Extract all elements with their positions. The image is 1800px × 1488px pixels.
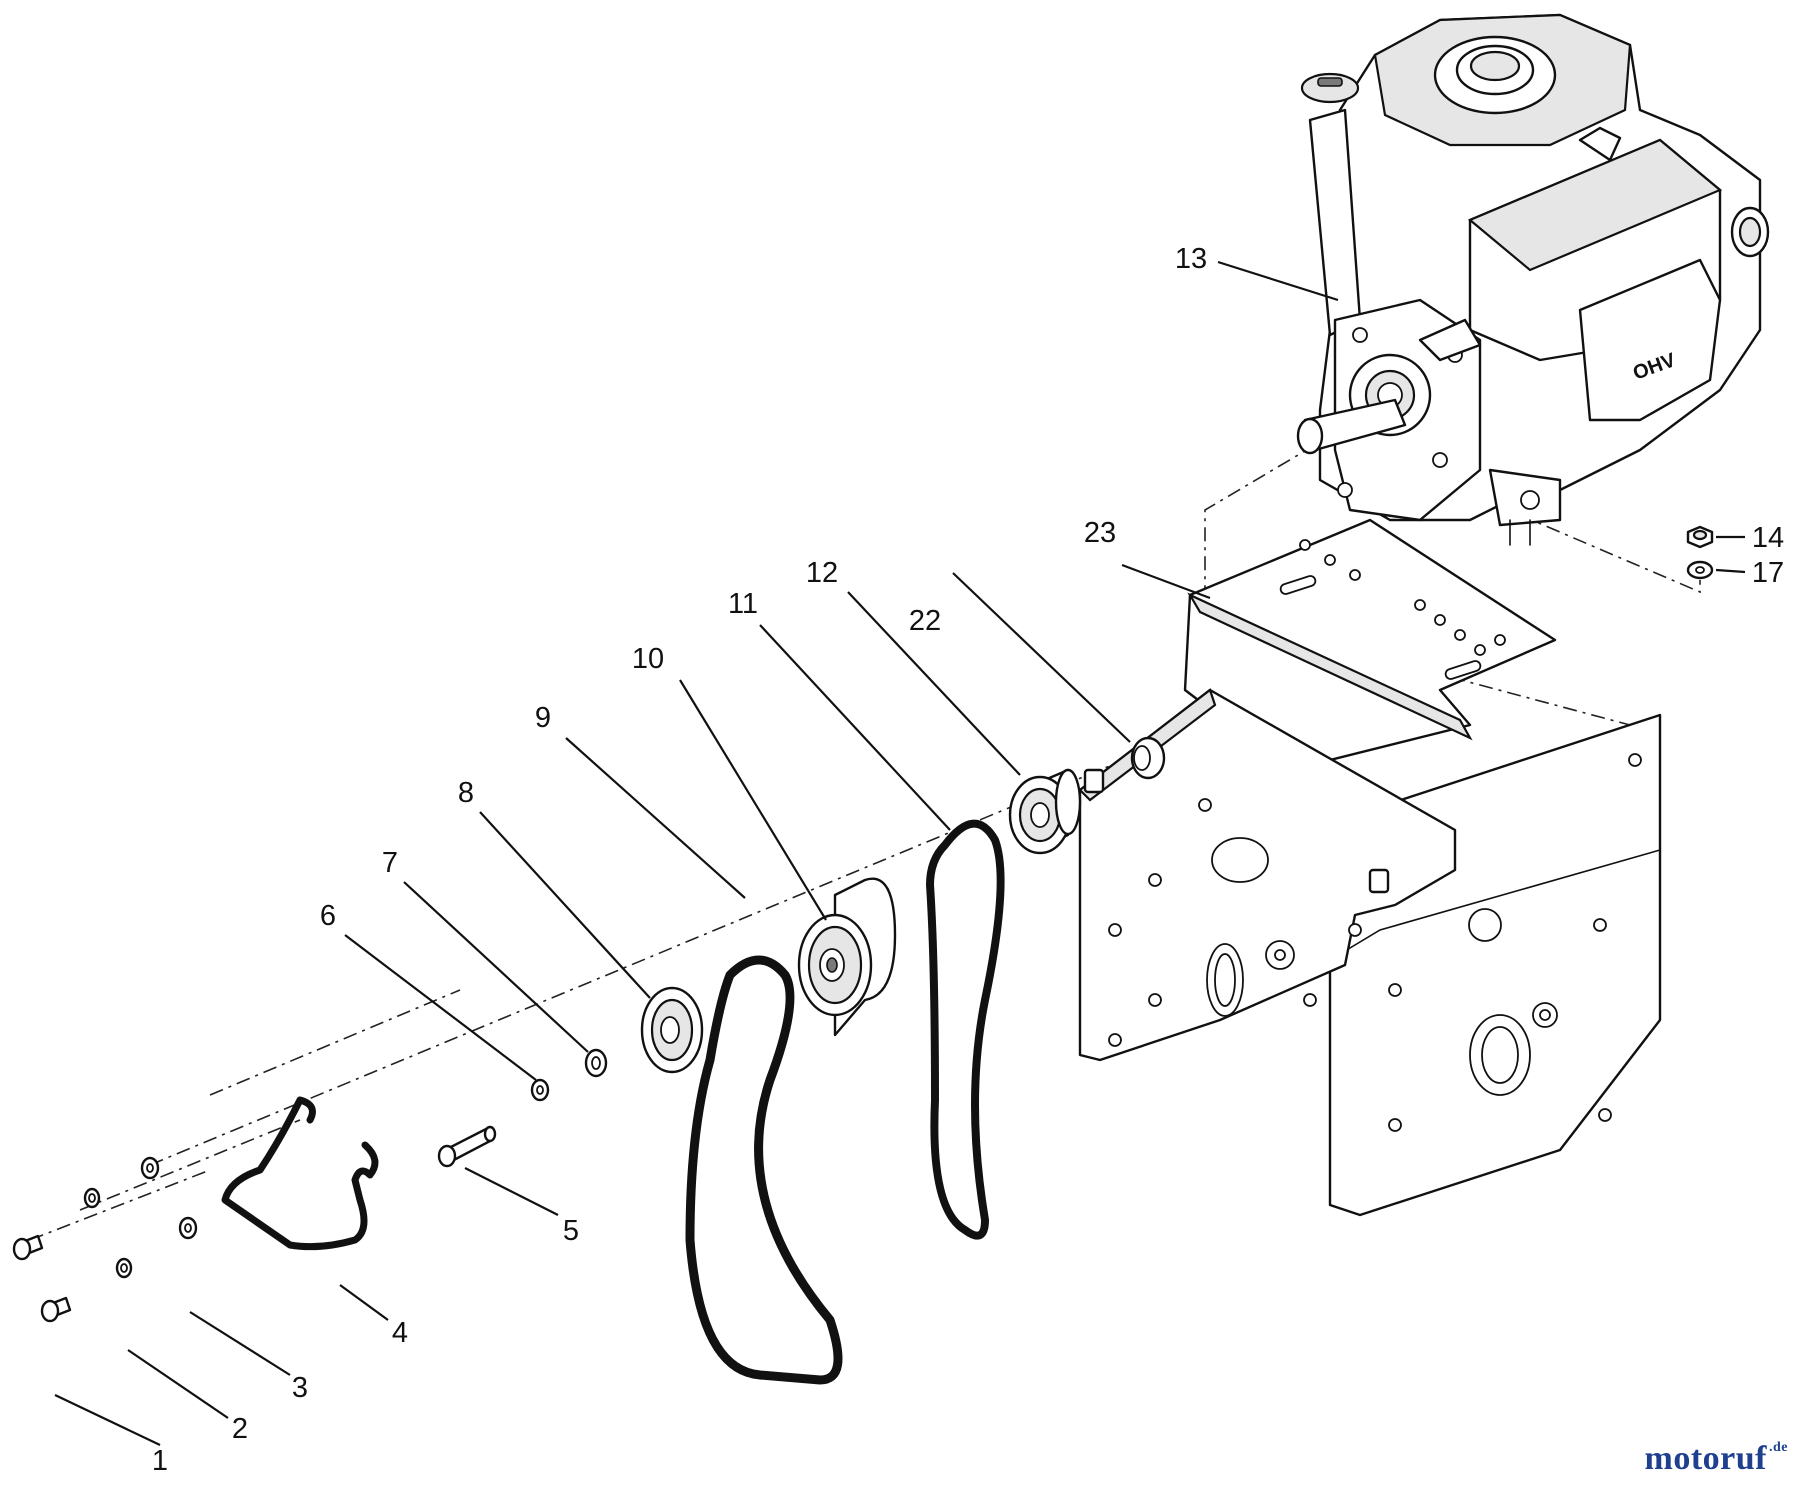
flat-washer: [584, 1048, 608, 1078]
bearing-spacer: [1130, 736, 1166, 780]
callout-9: 9: [535, 702, 551, 734]
watermark-tld: .de: [1769, 1440, 1788, 1455]
callout-7: 7: [382, 847, 398, 879]
idler-pulley: [640, 986, 704, 1074]
watermark-text: motoruf: [1644, 1440, 1767, 1477]
traction-drive-belt: [685, 955, 843, 1385]
callout-22: 22: [909, 605, 941, 637]
small-washer: [530, 1078, 550, 1102]
guide-washer-lower: [178, 1216, 198, 1240]
callout-2: 2: [232, 1413, 248, 1445]
callout-12: 12: [806, 557, 838, 589]
engine-pulley: [1008, 768, 1082, 855]
lock-washer-lower: [115, 1257, 133, 1279]
hex-nut: [1686, 525, 1714, 549]
lock-washer: [1686, 560, 1714, 580]
engine-assembly: OHV: [1296, 13, 1770, 546]
callout-labels: 1 2 3 4 5 6 7 8 9 10 11 12 13 14 17 22 2…: [152, 243, 1784, 1477]
callout-6: 6: [320, 900, 336, 932]
callout-14: 14: [1752, 522, 1784, 554]
leader-lines: [54, 260, 1746, 1446]
callout-5: 5: [563, 1215, 579, 1247]
site-watermark: motoruf.de: [1645, 1440, 1788, 1478]
guide-washer-upper: [140, 1156, 160, 1180]
callout-17: 17: [1752, 557, 1784, 589]
lock-washer-upper: [83, 1187, 101, 1209]
belt-guide-bracket: [221, 1096, 379, 1251]
callout-8: 8: [458, 777, 474, 809]
callout-23: 23: [1084, 517, 1116, 549]
callout-1: 1: [152, 1445, 168, 1477]
screw-lower: [40, 1296, 72, 1323]
screw-upper: [12, 1234, 44, 1261]
callout-13: 13: [1175, 243, 1207, 275]
callout-11: 11: [728, 588, 758, 620]
callout-10: 10: [632, 643, 664, 675]
auger-drive-belt: [926, 819, 1005, 1240]
shoulder-bolt: [437, 1125, 497, 1168]
callout-4: 4: [392, 1317, 408, 1349]
double-pulley: [797, 877, 897, 1037]
callout-3: 3: [292, 1372, 308, 1404]
